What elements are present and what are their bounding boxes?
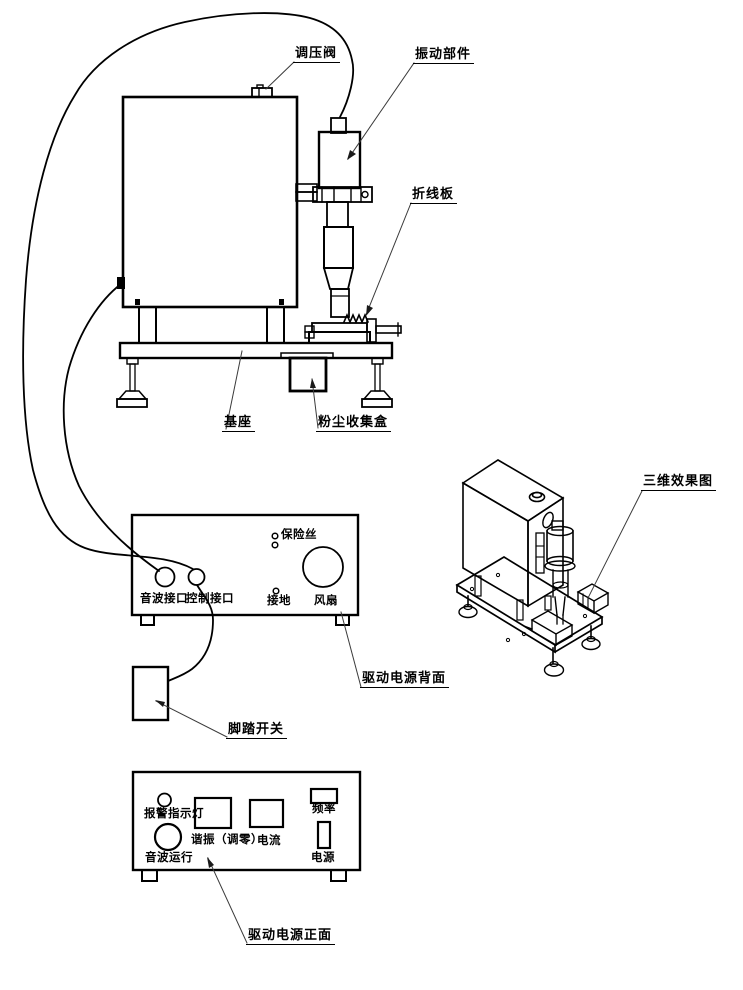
- front-panel-drawing: [131, 770, 362, 882]
- fold-line-plate-part: [342, 312, 402, 343]
- label-fan: 风扇: [314, 595, 338, 607]
- label-frequency: 频率: [312, 803, 336, 815]
- label-sonic-port: 音波接口: [140, 593, 188, 605]
- power-switch: [316, 820, 332, 850]
- label-sonic-run: 音波运行: [145, 852, 193, 864]
- callout-foot-switch: 脚踏开关: [226, 721, 288, 740]
- callout-back-panel: 驱动电源背面: [360, 670, 450, 689]
- label-resonance-zero: 谐振（调零）: [191, 834, 263, 846]
- control-cable: [62, 283, 160, 572]
- label-control-port: 控制接口: [186, 593, 234, 605]
- fan-part: [302, 546, 344, 588]
- callout-front-panel: 驱动电源正面: [246, 927, 336, 946]
- callout-fold-line-plate: 折线板: [410, 186, 458, 205]
- leader-lines: [155, 61, 643, 944]
- work-fixture: [304, 322, 371, 344]
- sonic-port-connector: [154, 566, 176, 588]
- label-power: 电源: [311, 852, 335, 864]
- callout-base: 基座: [222, 414, 256, 433]
- cabinet: [117, 84, 299, 344]
- label-fuse: 保险丝: [281, 529, 317, 541]
- foot-switch-cable: [167, 584, 214, 682]
- pressure-valve-part: [251, 84, 273, 98]
- label-current: 电流: [257, 835, 281, 847]
- dust-collection-box-part: [280, 352, 334, 393]
- ground-terminal: [272, 587, 280, 595]
- frequency-window: [309, 787, 339, 805]
- current-meter: [248, 798, 285, 829]
- base-plate: [116, 341, 394, 408]
- callout-vibration-component: 振动部件: [413, 46, 475, 65]
- back-panel-drawing: [130, 513, 360, 626]
- fuse-hole: [271, 532, 279, 540]
- sonic-run-button: [153, 822, 183, 852]
- fuse-hole: [271, 541, 279, 549]
- transducer-assembly: [295, 117, 373, 318]
- callout-iso-view: 三维效果图: [641, 473, 717, 492]
- cabinet-connector: [117, 277, 125, 289]
- cables: [22, 12, 354, 682]
- alarm-led: [157, 792, 172, 808]
- label-alarm-indicator: 报警指示灯: [144, 808, 204, 820]
- callout-pressure-valve: 调压阀: [293, 45, 341, 64]
- label-ground: 接地: [267, 595, 291, 607]
- sonic-cable: [22, 12, 354, 570]
- resonance-meter: [193, 796, 233, 830]
- callout-dust-collection-box: 粉尘收集盒: [316, 414, 392, 433]
- control-port-connector: [187, 568, 206, 586]
- foot-switch-drawing: [131, 665, 170, 722]
- iso-view-drawing: [455, 459, 610, 677]
